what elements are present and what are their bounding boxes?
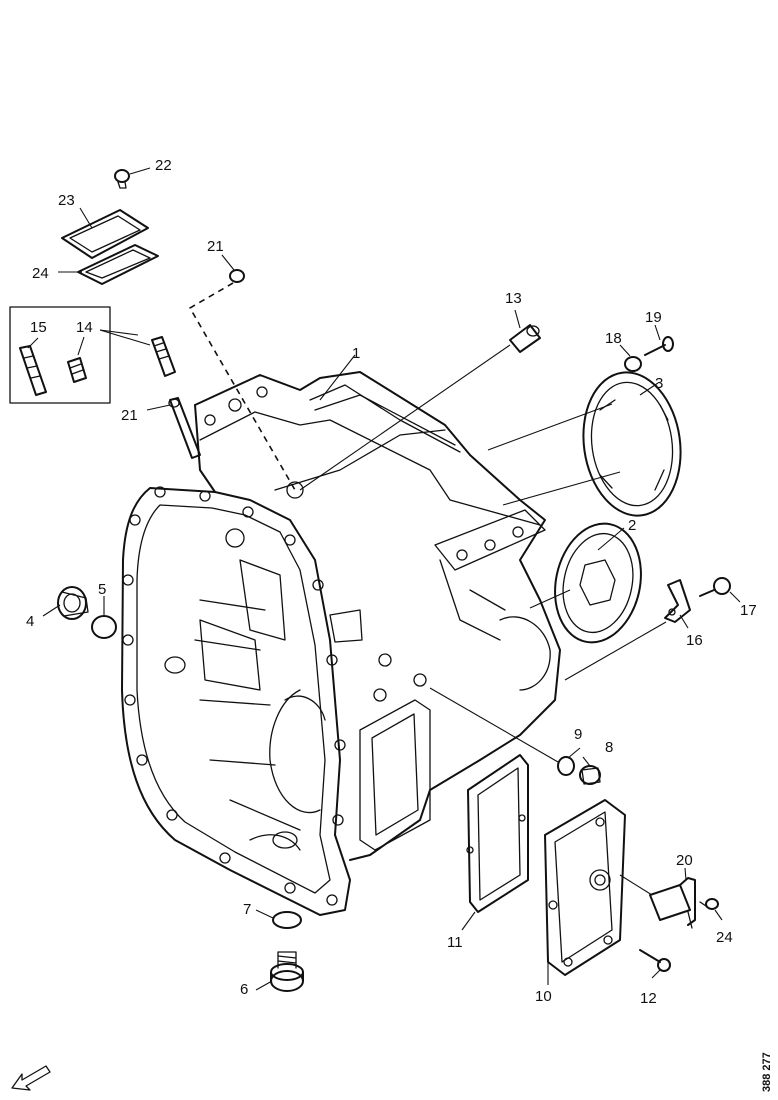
leader-lines: [27, 167, 741, 991]
callout-5: 5: [98, 581, 106, 598]
mounting-bracket: [664, 579, 691, 623]
gasket-ring: [582, 371, 682, 517]
flange-bolt-holes: [122, 486, 346, 906]
bolt-plug: [579, 765, 601, 785]
spring-pin: [151, 336, 176, 377]
callout-24-right: 24: [716, 929, 733, 946]
callout-6: 6: [240, 981, 248, 998]
callout-9: 9: [574, 726, 582, 743]
top-bolt: [188, 269, 296, 491]
callout-15: 15: [30, 319, 47, 336]
speed-sensor: [649, 877, 696, 929]
breather-valve: [509, 324, 541, 353]
detail-inset-box: [9, 306, 111, 404]
callout-20: 20: [676, 852, 693, 869]
inset-pin-short: [67, 357, 87, 383]
callout-10: 10: [535, 988, 552, 1005]
washer-ring: [557, 756, 575, 776]
callout-labels: 1 2 3 4 5 6 7 8 9 10 11 12 13 14 15 16 1…: [26, 157, 757, 1007]
callout-14: 14: [76, 319, 93, 336]
reference-number: 388 277: [761, 1052, 773, 1092]
stud-bolt: [644, 336, 674, 356]
small-screw: [699, 898, 719, 910]
callout-3: 3: [655, 375, 663, 392]
callout-17: 17: [740, 602, 757, 619]
side-bolt: [168, 397, 201, 459]
callout-13: 13: [505, 290, 522, 307]
callout-12: 12: [640, 990, 657, 1007]
inset-pin-long: [19, 345, 47, 396]
callout-21-side: 21: [121, 407, 138, 424]
callout-21-top: 21: [207, 238, 224, 255]
arrow-down-left-icon: [11, 1065, 51, 1091]
cap-screw: [114, 169, 130, 189]
callout-4: 4: [26, 613, 34, 630]
bracket-bolt: [699, 577, 731, 597]
callout-8: 8: [605, 739, 613, 756]
callout-22: 22: [155, 157, 172, 174]
callout-16: 16: [686, 632, 703, 649]
drain-plug: [57, 586, 89, 620]
seal-disc: [554, 522, 642, 644]
callout-2: 2: [628, 517, 636, 534]
callout-11: 11: [447, 934, 463, 951]
top-cover-plate: [61, 209, 149, 259]
callout-1: 1: [352, 345, 360, 362]
sealing-washer: [272, 911, 302, 929]
callout-19: 19: [645, 309, 662, 326]
callout-7: 7: [243, 901, 251, 918]
callout-24-top: 24: [32, 265, 49, 282]
cover-gasket: [466, 754, 529, 913]
callout-18: 18: [605, 330, 622, 347]
filler-plug: [270, 951, 304, 992]
nut: [624, 356, 642, 372]
o-ring: [91, 615, 117, 639]
gearbox-housing: [121, 371, 561, 916]
cover-screw: [639, 949, 671, 972]
side-cover: [544, 799, 626, 976]
callout-23: 23: [58, 192, 75, 209]
top-cover-gasket: [77, 244, 159, 285]
